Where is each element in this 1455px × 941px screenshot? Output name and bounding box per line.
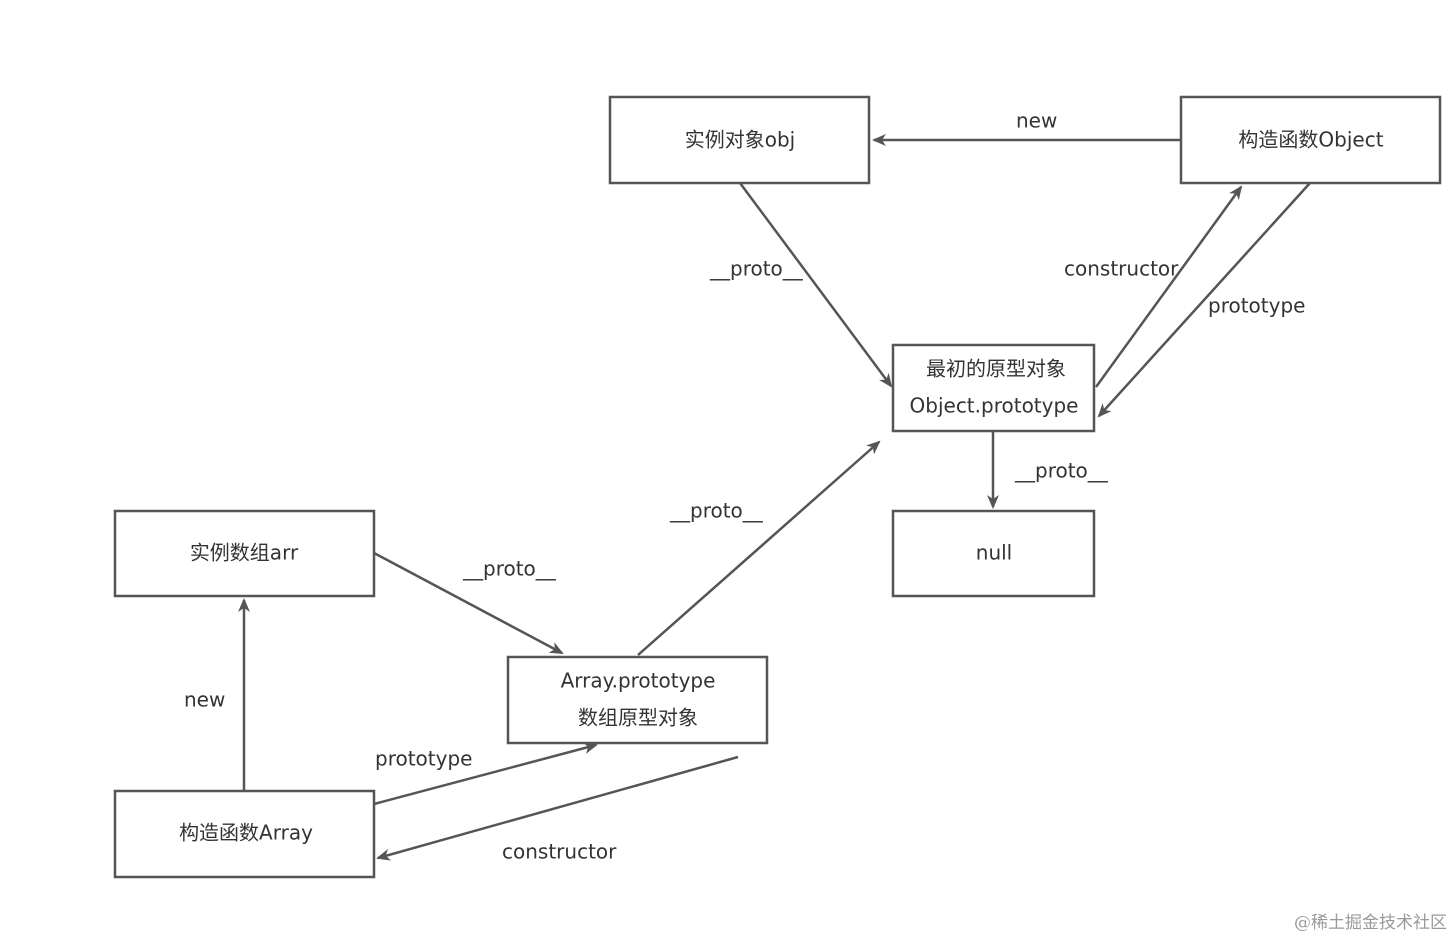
node-null-label: null (976, 541, 1012, 565)
edge-label-array-constructor: constructor (502, 840, 617, 864)
edge-label-array-prototype: prototype (375, 747, 472, 771)
edge-object-prototype (1097, 182, 1311, 418)
node-array-constructor: 构造函数Array (113, 789, 376, 879)
node-array-prototype: Array.prototype 数组原型对象 (506, 655, 769, 745)
edge-array-proto-proto (637, 440, 881, 656)
watermark: @稀土掘金技术社区 (1294, 913, 1447, 933)
node-obj: 实例对象obj (608, 95, 871, 185)
edge-label-arr-proto: __proto__ (462, 557, 557, 581)
edge-obj-proto (738, 182, 893, 388)
edge-label-object-constructor: constructor (1064, 257, 1179, 281)
edge-label-object-prototype: prototype (1208, 294, 1305, 318)
node-arr-label: 实例数组arr (190, 541, 299, 565)
edges: new __proto__ constructor prototype __pr… (184, 109, 1311, 864)
nodes: 实例对象obj 构造函数Object 最初的原型对象 Object.protot… (113, 95, 1442, 879)
edge-label-array-proto-proto: __proto__ (669, 499, 764, 523)
node-obj-label: 实例对象obj (685, 128, 796, 152)
node-null: null (891, 509, 1096, 598)
edge-object-constructor (1094, 185, 1243, 388)
edge-arr-proto (373, 551, 564, 655)
node-object-prototype: 最初的原型对象 Object.prototype (891, 343, 1096, 433)
node-object-constructor: 构造函数Object (1179, 95, 1442, 185)
node-array-constructor-label: 构造函数Array (179, 821, 313, 845)
node-object-prototype-line1: 最初的原型对象 (926, 357, 1066, 381)
edge-label-object-proto-null: __proto__ (1014, 459, 1109, 483)
edge-label-object-new: new (1016, 109, 1057, 133)
edge-array-prototype (373, 742, 598, 806)
edge-label-array-new: new (184, 688, 225, 712)
node-array-prototype-line1: Array.prototype (561, 669, 716, 693)
node-array-prototype-line2: 数组原型对象 (578, 706, 698, 730)
node-arr: 实例数组arr (113, 509, 376, 598)
edge-array-constructor (376, 755, 739, 861)
edge-label-obj-proto: __proto__ (709, 257, 804, 281)
node-object-prototype-line2: Object.prototype (910, 394, 1079, 418)
node-object-constructor-label: 构造函数Object (1238, 128, 1383, 152)
